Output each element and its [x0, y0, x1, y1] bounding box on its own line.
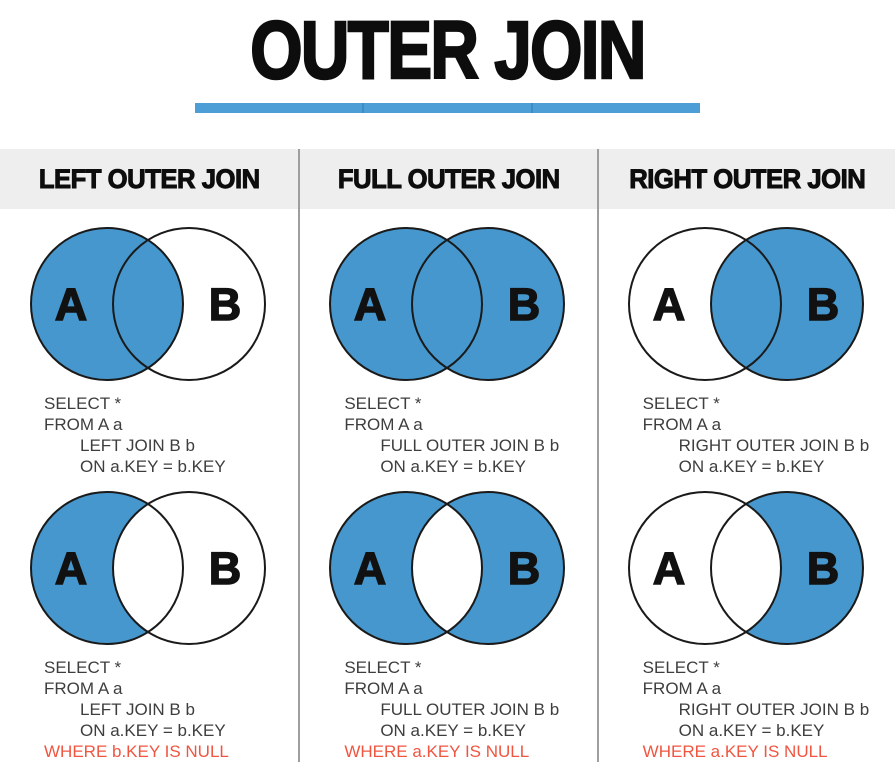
column-left-outer-join: LEFT OUTER JOIN A B SELECT * FROM A a LE…: [0, 149, 299, 762]
title-underline-segment: [195, 103, 362, 113]
intersection-fill: [412, 228, 483, 380]
sql-code-right-join: SELECT * FROM A a RIGHT OUTER JOIN B b O…: [599, 393, 895, 477]
sql-line: RIGHT OUTER JOIN B b: [678, 700, 870, 719]
column-header-label: FULL OUTER JOIN: [337, 163, 560, 194]
column-header: RIGHT OUTER JOIN: [598, 149, 895, 209]
circle-b-outline: [709, 227, 864, 381]
join-columns: LEFT OUTER JOIN A B SELECT * FROM A a LE…: [0, 149, 895, 762]
sql-line: FROM A a: [44, 415, 123, 434]
sql-line: SELECT *: [642, 658, 720, 677]
sql-line: FROM A a: [344, 679, 423, 698]
page-title: OUTER JOIN: [249, 4, 647, 97]
title-underline: [195, 103, 700, 113]
intersection-fill: [113, 492, 184, 644]
circle-b-outline: [112, 491, 267, 645]
venn-diagram-left-join: A B: [30, 227, 267, 381]
label-b: B: [807, 543, 840, 594]
outer-join-infographic: OUTER JOIN LEFT OUTER JOIN A B SELECT *: [0, 4, 895, 762]
venn-diagram-right-join-only: A B: [627, 491, 864, 645]
sql-line: LEFT JOIN B b: [80, 436, 195, 455]
venn-diagram-full-join: A B: [329, 227, 566, 381]
sql-code-right-join-only: SELECT * FROM A a RIGHT OUTER JOIN B b O…: [599, 657, 895, 762]
sql-line: RIGHT OUTER JOIN B b: [678, 436, 870, 455]
circle-a-outline: [30, 491, 185, 645]
label-a: A: [55, 543, 88, 594]
sql-line: LEFT JOIN B b: [80, 700, 195, 719]
circle-b-outline: [709, 491, 864, 645]
column-full-outer-join: FULL OUTER JOIN A B SELECT * FROM A a FU…: [298, 149, 597, 762]
column-right-outer-join: RIGHT OUTER JOIN A B SELECT * FROM A a R…: [596, 149, 895, 762]
sql-code-full-join: SELECT * FROM A a FULL OUTER JOIN B b ON…: [300, 393, 596, 477]
sql-code-left-join: SELECT * FROM A a LEFT JOIN B b ON a.KEY…: [0, 393, 298, 477]
sql-line: FULL OUTER JOIN B b: [380, 700, 560, 719]
sql-line: SELECT *: [642, 394, 720, 413]
sql-line: ON a.KEY = b.KEY: [678, 721, 825, 740]
label-a: A: [653, 279, 686, 330]
sql-line: FROM A a: [642, 679, 722, 698]
sql-code-left-join-only: SELECT * FROM A a LEFT JOIN B b ON a.KEY…: [0, 657, 298, 762]
label-a: A: [354, 279, 387, 330]
intersection-fill: [710, 492, 781, 644]
sql-line: ON a.KEY = b.KEY: [80, 457, 226, 476]
sql-line: ON a.KEY = b.KEY: [80, 721, 226, 740]
circle-a-outline: [329, 227, 484, 381]
label-b: B: [508, 279, 541, 330]
circle-b-outline: [411, 227, 566, 381]
label-b: B: [209, 543, 242, 594]
sql-line: SELECT *: [44, 658, 122, 677]
title-underline-segment: [533, 103, 700, 113]
venn-diagram-right-join: A B: [627, 227, 864, 381]
sql-line: FROM A a: [44, 679, 123, 698]
sql-line: ON a.KEY = b.KEY: [380, 721, 527, 740]
column-header-label: LEFT OUTER JOIN: [38, 163, 260, 194]
sql-line: FULL OUTER JOIN B b: [380, 436, 560, 455]
label-a: A: [653, 543, 686, 594]
sql-line: SELECT *: [344, 394, 422, 413]
circle-b-outline: [112, 227, 267, 381]
sql-line: ON a.KEY = b.KEY: [678, 457, 825, 476]
label-b: B: [807, 279, 840, 330]
circle-a-outline: [627, 227, 782, 381]
intersection-fill: [710, 228, 781, 380]
column-header: FULL OUTER JOIN: [300, 149, 597, 209]
label-a: A: [354, 543, 387, 594]
sql-code-full-join-only: SELECT * FROM A a FULL OUTER JOIN B b ON…: [300, 657, 596, 762]
label-a: A: [55, 279, 88, 330]
circle-b-outline: [411, 491, 566, 645]
intersection-fill: [113, 228, 184, 380]
sql-line: ON a.KEY = b.KEY: [380, 457, 527, 476]
column-header-label: RIGHT OUTER JOIN: [628, 163, 866, 194]
circle-a-outline: [627, 491, 782, 645]
sql-line: SELECT *: [44, 394, 122, 413]
circle-a-outline: [329, 491, 484, 645]
label-b: B: [508, 543, 541, 594]
title-underline-segment: [364, 103, 531, 113]
venn-diagram-full-join-only: A B: [329, 491, 566, 645]
intersection-fill: [412, 492, 483, 644]
venn-diagram-left-join-only: A B: [30, 491, 267, 645]
column-header: LEFT OUTER JOIN: [0, 149, 299, 209]
sql-line: FROM A a: [344, 415, 423, 434]
circle-a-outline: [30, 227, 185, 381]
sql-line: FROM A a: [642, 415, 722, 434]
sql-line: SELECT *: [344, 658, 422, 677]
label-b: B: [209, 279, 242, 330]
